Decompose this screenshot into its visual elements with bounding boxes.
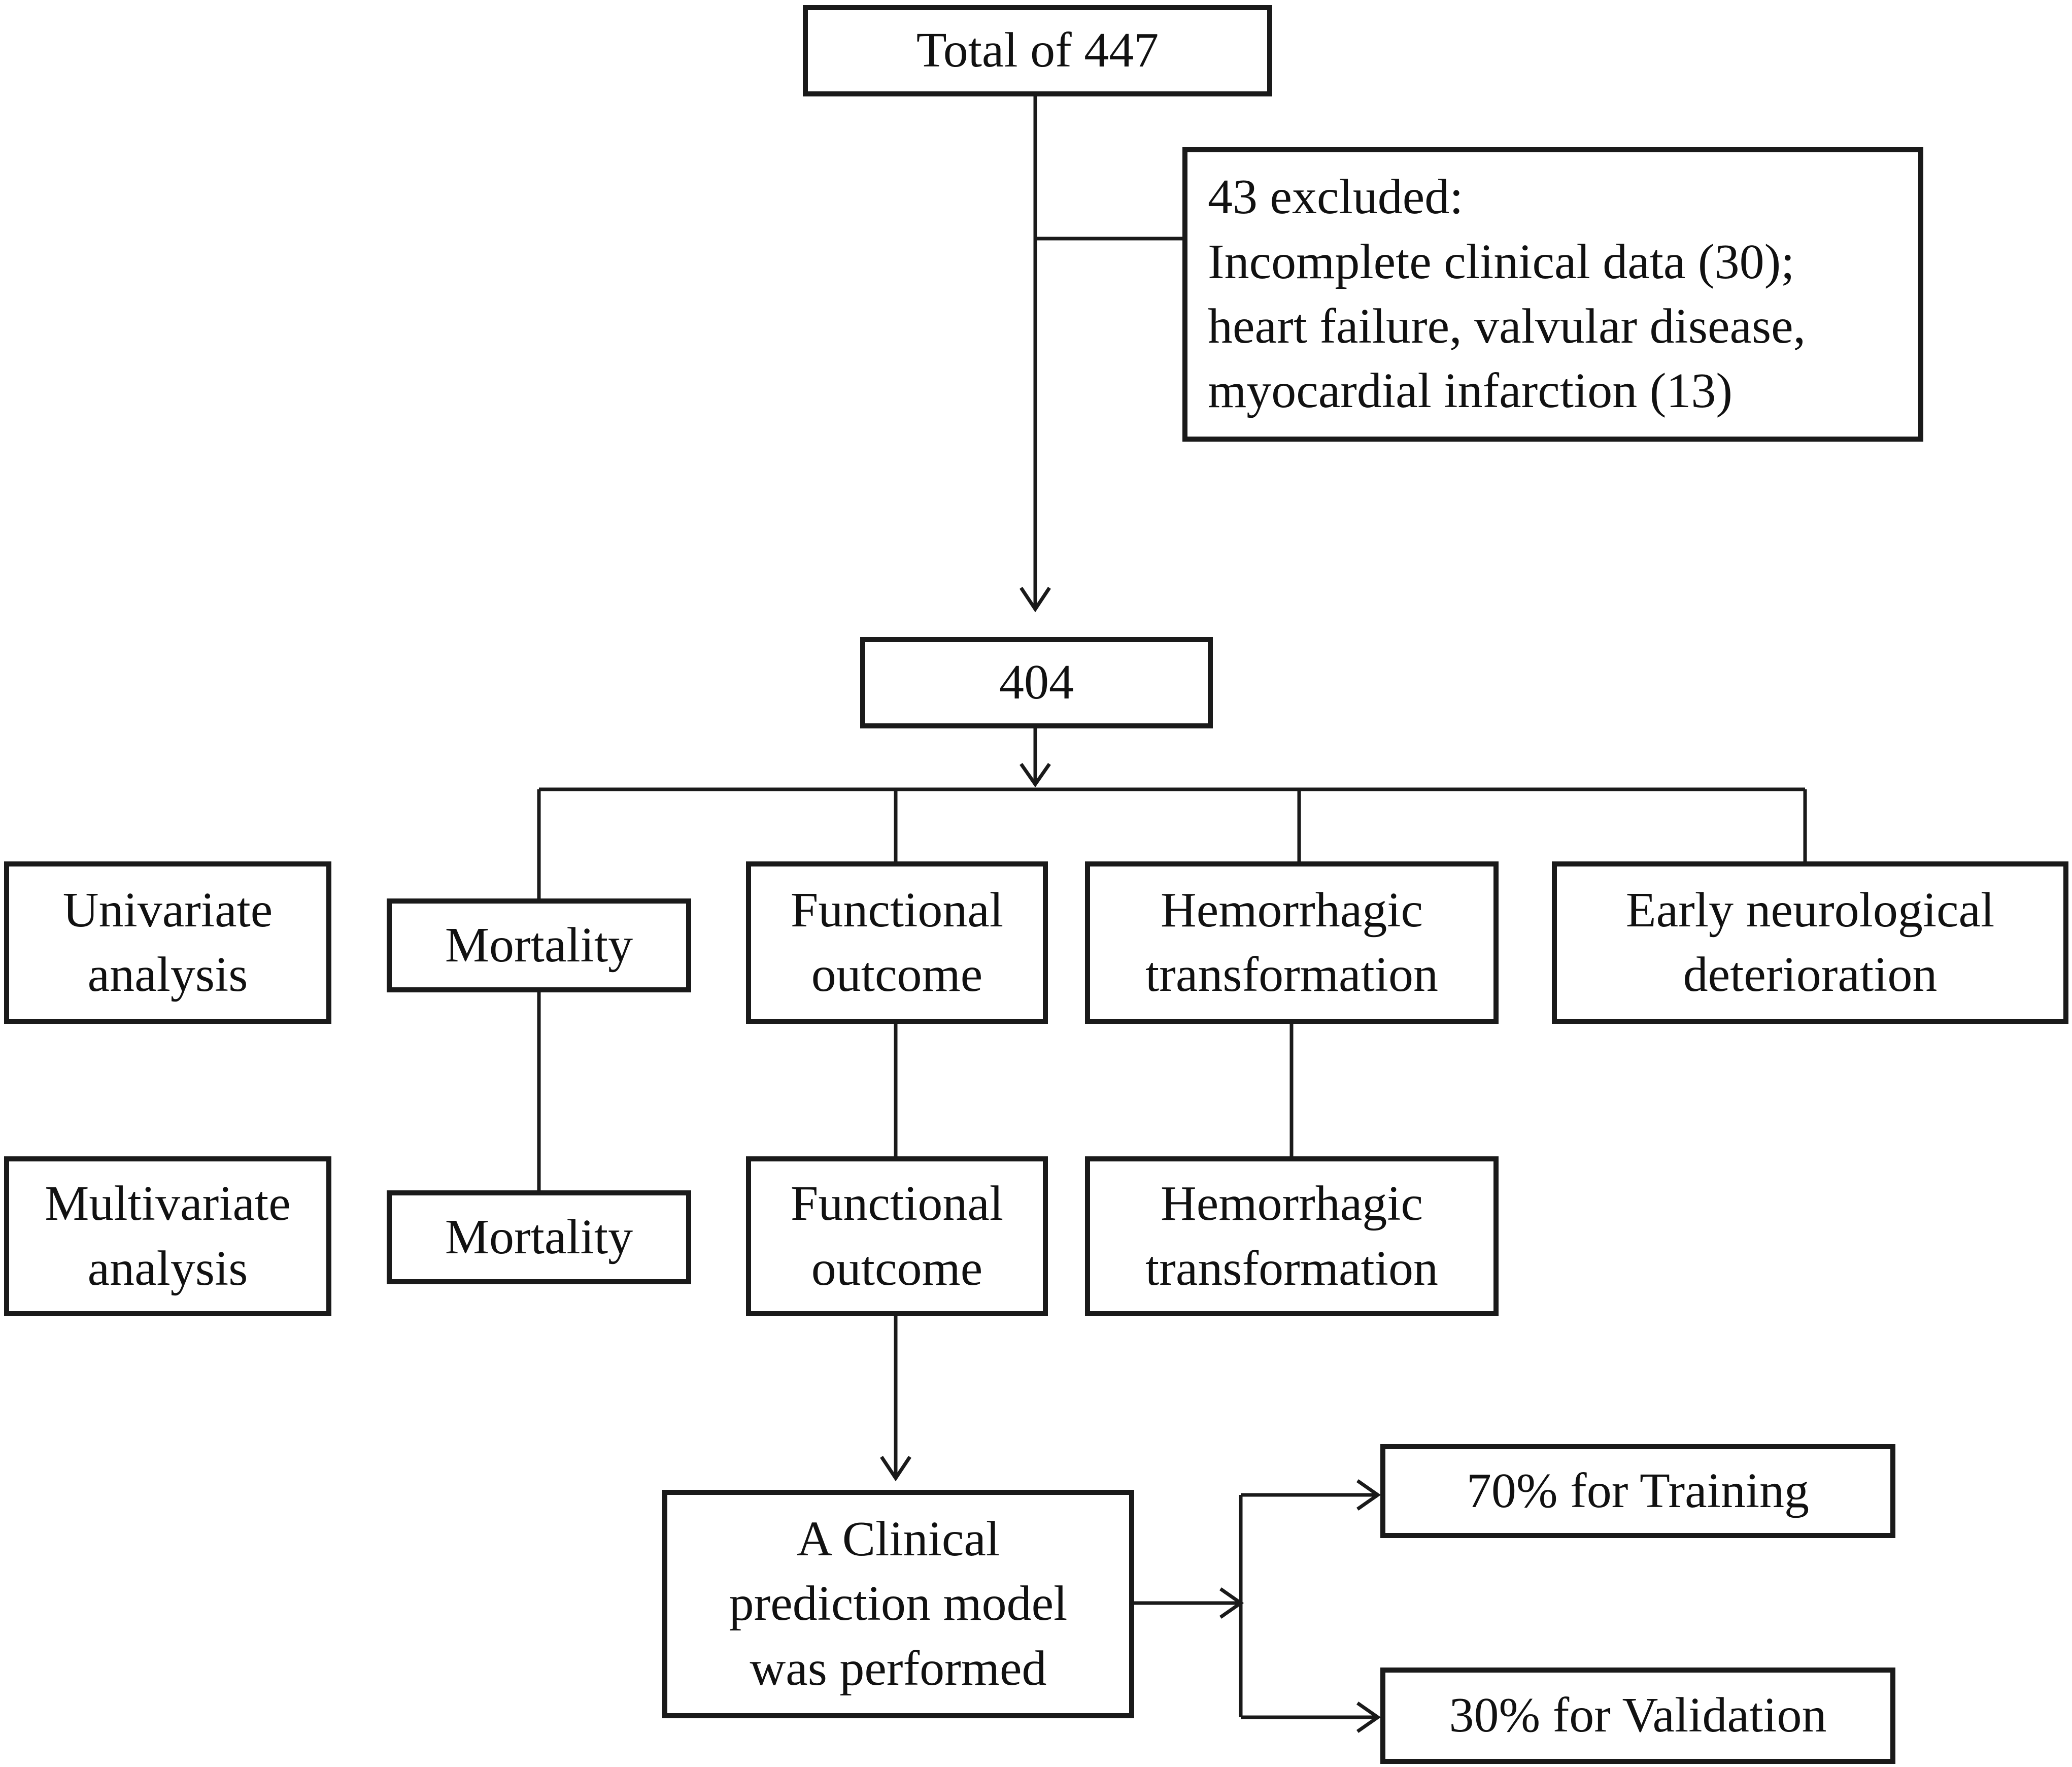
end-uni-line-1: Early neurological — [1625, 882, 1995, 938]
mortality-multi-box: Mortality — [387, 1190, 691, 1284]
mortality-uni-label: Mortality — [445, 917, 633, 973]
mortality-multi-label: Mortality — [445, 1209, 633, 1264]
excluded-line-4: myocardial infarction (13) — [1208, 363, 1733, 419]
functional-multi-box: Functional outcome — [746, 1156, 1048, 1316]
model-line-2: prediction model — [729, 1576, 1068, 1631]
end-uni-box: Early neurological deterioration — [1552, 861, 2068, 1024]
training-label: 70% for Training — [1466, 1463, 1810, 1518]
prediction-model-box: A Clinical prediction model was performe… — [662, 1490, 1134, 1718]
total-box: Total of 447 — [803, 5, 1272, 96]
functional-multi-line-2: outcome — [811, 1241, 983, 1296]
functional-uni-box: Functional outcome — [746, 861, 1048, 1024]
end-uni-line-2: deterioration — [1683, 947, 1938, 1002]
model-line-1: A Clinical — [796, 1511, 1000, 1566]
functional-multi-line-1: Functional — [790, 1176, 1004, 1231]
validation-box: 30% for Validation — [1380, 1668, 1895, 1764]
univariate-line-1: Univariate — [62, 882, 273, 938]
multivariate-box: Multivariate analysis — [4, 1156, 331, 1316]
remaining-box: 404 — [860, 637, 1213, 728]
univariate-line-2: analysis — [87, 947, 248, 1002]
remaining-label: 404 — [999, 655, 1074, 710]
multivariate-line-1: Multivariate — [45, 1176, 291, 1231]
validation-label: 30% for Validation — [1449, 1688, 1827, 1743]
hemorrhagic-multi-line-1: Hemorrhagic — [1160, 1176, 1423, 1231]
excluded-line-1: 43 excluded: — [1208, 170, 1464, 225]
hemorrhagic-multi-box: Hemorrhagic transformation — [1085, 1156, 1499, 1316]
arrow-head-training — [1356, 1479, 1381, 1511]
total-label: Total of 447 — [916, 23, 1159, 78]
functional-uni-line-2: outcome — [811, 947, 983, 1002]
hemorrhagic-multi-line-2: transformation — [1145, 1241, 1438, 1296]
univariate-box: Univariate analysis — [4, 861, 331, 1024]
hemorrhagic-uni-box: Hemorrhagic transformation — [1085, 861, 1499, 1024]
arrow-head-validation — [1356, 1702, 1381, 1733]
arrow-head-split — [1020, 762, 1051, 788]
training-box: 70% for Training — [1380, 1444, 1895, 1538]
model-line-3: was performed — [750, 1641, 1047, 1696]
functional-uni-line-1: Functional — [790, 882, 1004, 938]
excluded-line-2: Incomplete clinical data (30); — [1208, 234, 1795, 289]
hemorrhagic-uni-line-1: Hemorrhagic — [1160, 882, 1423, 938]
multivariate-line-2: analysis — [87, 1241, 248, 1296]
excluded-box: 43 excluded: Incomplete clinical data (3… — [1182, 147, 1923, 442]
arrow-head-404 — [1020, 587, 1051, 613]
mortality-uni-box: Mortality — [387, 898, 691, 992]
arrow-head-model — [880, 1456, 911, 1482]
hemorrhagic-uni-line-2: transformation — [1145, 947, 1438, 1002]
excluded-line-3: heart failure, valvular disease, — [1208, 299, 1806, 354]
